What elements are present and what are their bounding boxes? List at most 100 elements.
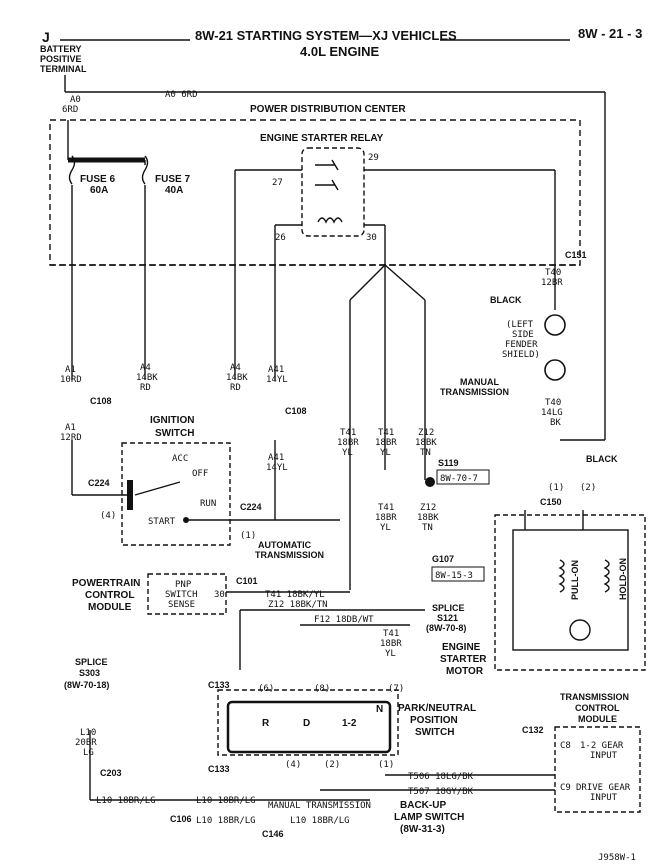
connector-c146: C146 [262, 829, 284, 839]
a1b-label-2: 12RD [60, 433, 82, 443]
starter-relay-box [301, 147, 365, 237]
fuse7-symbol [141, 155, 149, 185]
starter-motor-inner [512, 529, 629, 651]
splice-s121-label-2: S121 [437, 613, 458, 623]
a4a-label-2: 14BK [136, 373, 158, 383]
splice-s303-label-2: S303 [79, 668, 100, 678]
ignition-off: OFF [192, 469, 208, 479]
t40b-label-3: BK [550, 418, 561, 428]
a41b-label-2: 14YL [266, 463, 288, 473]
t41c-label-2: 18BR [375, 513, 397, 523]
t41a-label-1: T41 [340, 428, 356, 438]
g107-label: G107 [432, 554, 454, 564]
a4b-label-1: A4 [230, 363, 241, 373]
pnp-label-2: SWITCH [165, 590, 198, 600]
tcm-c9-label-1: DRIVE GEAR [576, 783, 631, 793]
s119-label: S119 [438, 458, 459, 468]
fender-label-1: (LEFT [506, 320, 534, 330]
section-letter: J [42, 29, 50, 45]
g107-ref-box [431, 566, 485, 582]
ignition-title-1: IGNITION [150, 415, 194, 426]
a4b-label-2: 14BK [226, 373, 248, 383]
s119-splice-dot [425, 477, 435, 487]
pdc-title: POWER DISTRIBUTION CENTER [250, 104, 406, 115]
relay-title: ENGINE STARTER RELAY [260, 133, 384, 144]
t506-label: T506 18LG/BK [408, 772, 474, 782]
fender-ground-terminal [544, 359, 566, 381]
a0-left-label-1: A0 [70, 95, 81, 105]
t41c-label-1: T41 [378, 503, 394, 513]
z12a-label-2: 18BK [415, 438, 437, 448]
relay-pin29: 29 [368, 153, 379, 163]
z12b-label-1: Z12 [420, 503, 436, 513]
tcm-c8-label-1: 1-2 GEAR [580, 741, 624, 751]
battery-label-3: TERMINAL [40, 64, 87, 74]
pn-12: 1-2 [342, 718, 357, 729]
tcm-label-3: MODULE [578, 714, 617, 724]
a0-left-label-2: 6RD [62, 105, 78, 115]
pull-on-label: PULL-ON [570, 560, 580, 600]
pn-d: D [303, 718, 310, 729]
t41d-label-2: 18BR [380, 639, 402, 649]
ignition-title-2: SWITCH [155, 428, 194, 439]
relay-pin26: 26 [275, 233, 286, 243]
ignition-run: RUN [200, 499, 216, 509]
z12b-label-2: 18BK [417, 513, 439, 523]
t40b-label-1: T40 [545, 398, 561, 408]
starter-motor-armature [569, 619, 591, 641]
fender-label-2: SIDE [512, 330, 534, 340]
fuse6-label-1: FUSE 6 [80, 174, 115, 185]
park-neutral-switch-box [226, 700, 392, 754]
a1b-label-1: A1 [65, 423, 76, 433]
park-neutral-dashed-box [217, 689, 399, 756]
relay-pin30: 30 [366, 233, 377, 243]
a4a-label-3: RD [140, 383, 151, 393]
tcm-c8-label-2: INPUT [590, 751, 618, 761]
connector-c203: C203 [100, 768, 122, 778]
a4b-label-3: RD [230, 383, 241, 393]
z12a-label-3: TN [420, 448, 431, 458]
fender-label-4: SHIELD) [502, 350, 540, 360]
tcm-box [554, 726, 641, 813]
backup-label-2: LAMP SWITCH [394, 812, 464, 823]
battery-label-1: BATTERY [40, 44, 82, 54]
connector-c108b: C108 [285, 406, 307, 416]
connector-c133b: C133 [208, 764, 230, 774]
a1-label-2: 10RD [60, 375, 82, 385]
a4a-label-1: A4 [140, 363, 151, 373]
t41a-label-3: YL [342, 448, 353, 458]
g107-ref: 8W-15-3 [435, 571, 473, 581]
a41-label-2: 14YL [266, 375, 288, 385]
ignition-start: START [148, 517, 176, 527]
pnp-pin: 30 [214, 590, 225, 600]
hold-on-coil [603, 559, 610, 593]
backup-label-1: BACK-UP [400, 800, 446, 811]
motor-label-2: STARTER [440, 654, 487, 665]
splice-s121-label-1: SPLICE [432, 603, 465, 613]
pcm-label-3: MODULE [88, 602, 132, 613]
t41d-label-1: T41 [383, 629, 399, 639]
l10-lower-label: L10 18BR/LG [196, 816, 256, 826]
tcm-c8: C8 [560, 741, 571, 751]
diagram-subtitle: 4.0L ENGINE [300, 44, 380, 59]
battery-label-2: POSITIVE [40, 54, 82, 64]
pcm-label-1: POWERTRAIN [72, 578, 140, 589]
l10-right-label: L10 18BR/LG [290, 816, 350, 826]
s119-ref-box [436, 469, 490, 485]
splice-s121-label-3: (8W-70-8) [426, 623, 466, 633]
pnsw-label-1: PARK/NEUTRAL [398, 703, 476, 714]
connector-c133a: C133 [208, 680, 230, 690]
tcm-label-1: TRANSMISSION [560, 692, 629, 702]
t41a-label-2: 18BR [337, 438, 359, 448]
connector-c101: C101 [236, 576, 258, 586]
a0-top-label: A0 6RD [165, 90, 198, 100]
tcm-label-2: CONTROL [575, 703, 620, 713]
t40-label-2: 12BR [541, 278, 563, 288]
pcm-z12-label: Z12 18BK/TN [268, 600, 328, 610]
pnsw-label-3: SWITCH [415, 727, 454, 738]
motor-pin2: (2) [580, 483, 596, 493]
t40-label-1: T40 [545, 268, 561, 278]
fuse7-label-2: 40A [165, 185, 183, 196]
fuse7-label-1: FUSE 7 [155, 174, 190, 185]
l10-mid-label: L10 18BR/LG [196, 796, 256, 806]
